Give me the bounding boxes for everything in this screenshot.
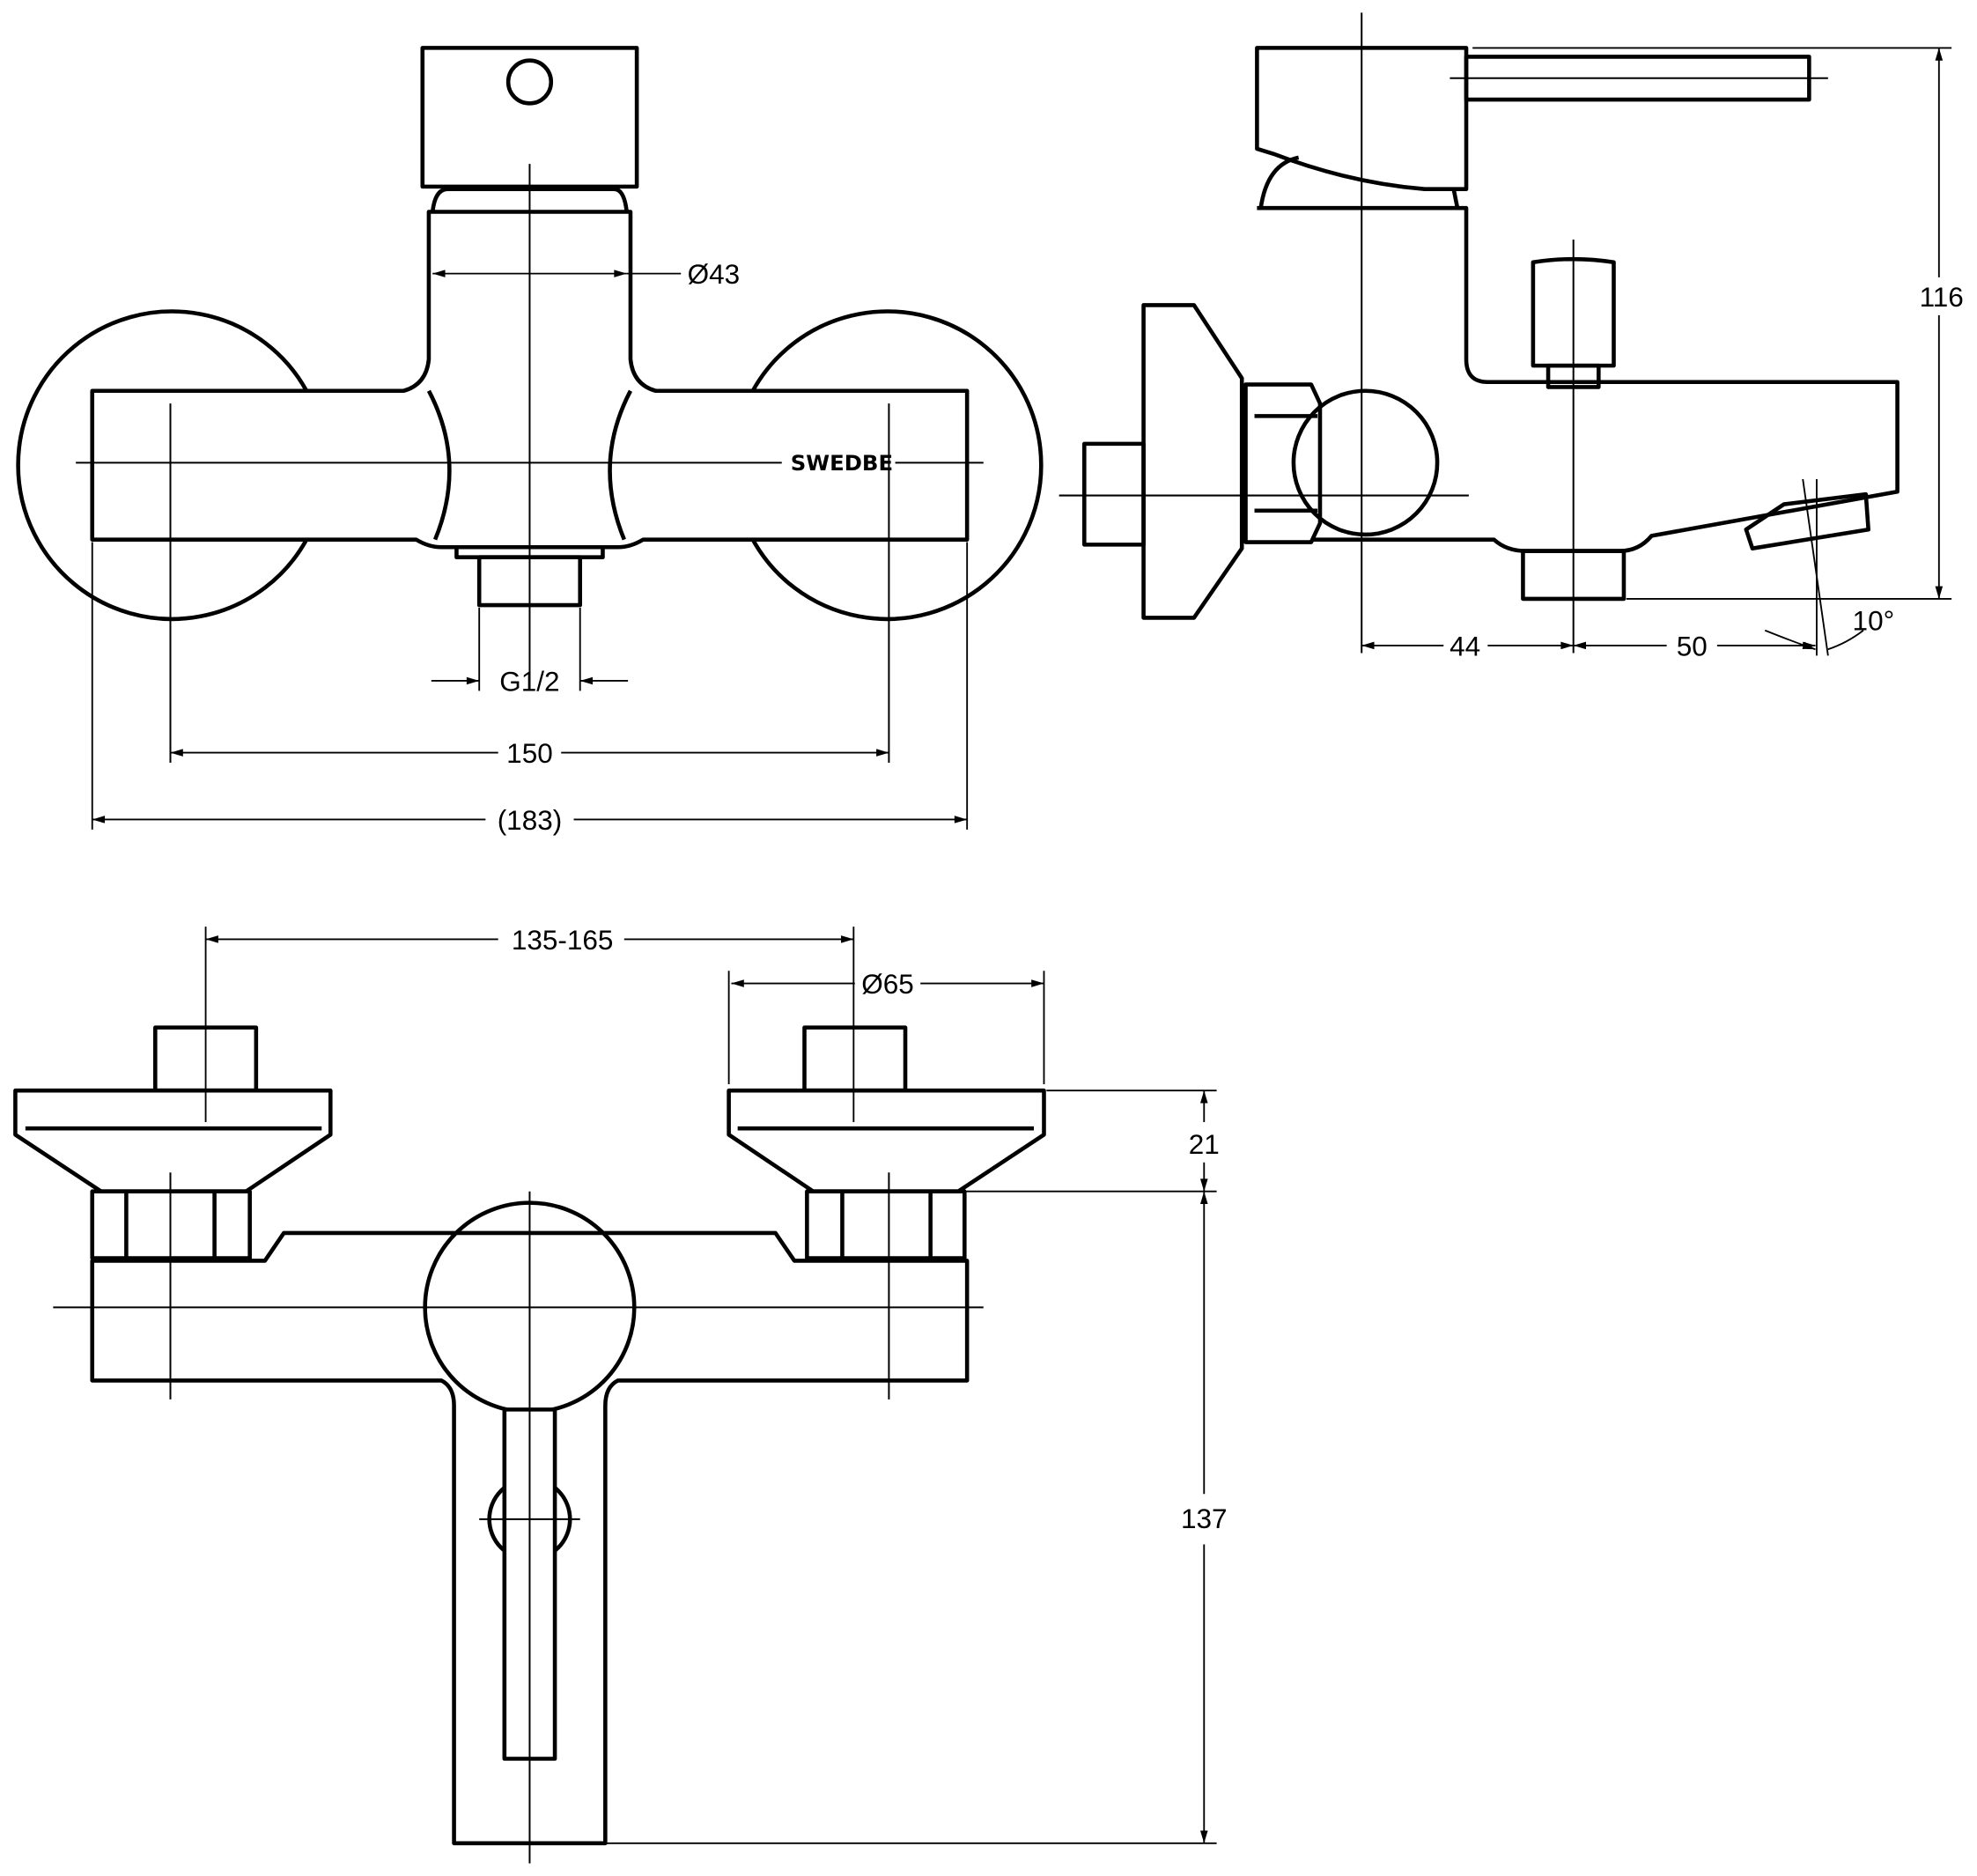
dim-height: 116 [1920,281,1964,313]
body-bulge-left [426,389,452,541]
right-rose-top [727,1088,1046,1194]
dim-outlet-to-spout: 50 [1677,630,1708,661]
side-view: 116 44 50 10° [1059,12,1964,661]
mixer-body [90,210,970,550]
dim-overall: (183) [498,804,563,836]
front-view: SWEDBE Ø43 G1/2 150 (183) [16,46,1044,836]
dim-center-range: 135-165 [512,924,614,956]
spout-aerator [1744,491,1870,550]
side-inlet-nipple [1082,441,1146,547]
dim-centers: 150 [506,737,553,769]
side-body [1257,205,1900,553]
dim-rose-diameter: Ø65 [861,968,914,1000]
cartridge-neck [430,187,629,212]
dim-wall-to-outlet: 44 [1450,630,1480,661]
dim-rose-depth: 21 [1189,1128,1220,1160]
dim-body-diameter: Ø43 [688,258,741,290]
top-body [90,1230,970,1846]
side-wall-rose [1141,303,1244,620]
left-wall-rose [16,309,309,622]
dim-projection: 137 [1181,1503,1228,1534]
brand-logo: SWEDBE [791,450,893,476]
side-hex-nut [1243,382,1323,544]
diverter-knob [1531,256,1616,368]
right-nut [805,1189,967,1260]
right-inlet-stub [802,1025,908,1093]
left-rose-top [13,1088,333,1194]
top-view: 135-165 Ø65 21 137 [13,924,1228,1864]
dim-thread: G1/2 [499,665,559,697]
body-bulge-right [608,389,632,541]
handle-hole [505,58,554,106]
right-wall-rose [750,309,1044,622]
side-handle [1255,46,1469,192]
dim-angle: 10° [1853,605,1895,637]
side-eccentric [1291,388,1440,537]
